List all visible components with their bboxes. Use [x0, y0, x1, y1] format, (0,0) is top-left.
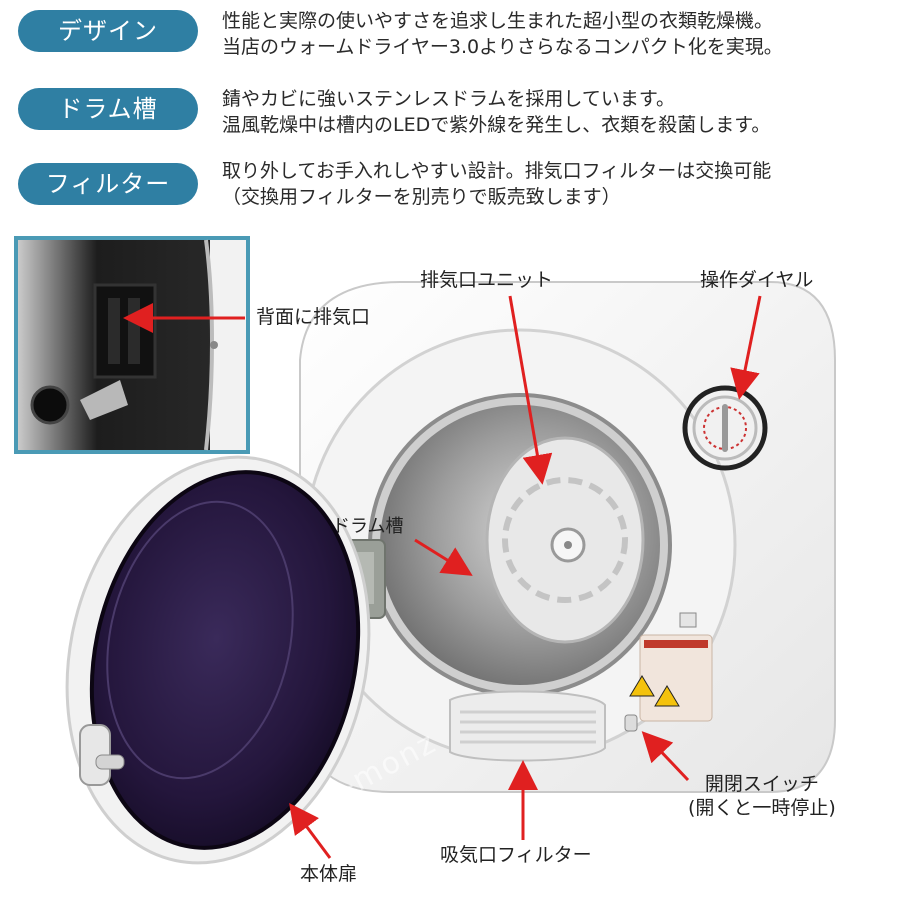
feature-label-filter: フィルター [18, 163, 198, 205]
control-dial [682, 385, 768, 471]
callout-door-switch: 開閉スイッチ (開くと一時停止) [688, 772, 836, 820]
callout-door: 本体扉 [300, 863, 358, 885]
feature-label-design: デザイン [18, 10, 198, 52]
feature-description-filter: 取り外してお手入れしやすい設計。排気口フィルターは交換可能 （交換用フィルターを… [222, 158, 892, 210]
callout-exhaust-unit: 排気口ユニット [420, 269, 554, 291]
arrow-door-switch [641, 731, 690, 782]
feature-description-drum: 錆やカビに強いステンレスドラムを採用しています。 温風乾燥中は槽内のLEDで紫外… [222, 86, 892, 138]
callout-intake-filter: 吸気口フィルター [440, 844, 592, 866]
arrow-exhaust-unit [508, 295, 553, 485]
callout-rear-exhaust: 背面に排気口 [256, 306, 371, 328]
rear-exhaust-inset [14, 236, 250, 454]
warning-label [629, 634, 713, 722]
arrow-door [289, 802, 332, 859]
feature-text-line: （交換用フィルターを別売りで販売致します） [222, 186, 621, 208]
feature-text-line: 当店のウォームドライヤー3.0よりさらなるコンパクト化を実現。 [222, 36, 783, 58]
callout-door-switch-line1: 開閉スイッチ [704, 773, 819, 795]
callout-door-switch-line2: (開くと一時停止) [688, 797, 836, 819]
feature-description-design: 性能と実際の使いやすさを追求し生まれた超小型の衣類乾燥機。 当店のウォームドライ… [222, 8, 892, 60]
intake-filter-grille [449, 690, 606, 762]
door-sensor [679, 612, 697, 628]
arrow-drum [414, 538, 473, 576]
feature-text-line: 錆やカビに強いステンレスドラムを採用しています。 [222, 88, 675, 110]
feature-text-line: 温風乾燥中は槽内のLEDで紫外線を発生し、衣類を殺菌します。 [222, 114, 771, 136]
feature-text-line: 性能と実際の使いやすさを追求し生まれた超小型の衣類乾燥機。 [222, 10, 774, 32]
drum [380, 405, 660, 685]
dryer-door [65, 455, 371, 865]
feature-text-line: 取り外してお手入れしやすい設計。排気口フィルターは交換可能 [222, 160, 772, 182]
callout-arrows [123, 295, 762, 859]
feature-label-drum: ドラム槽 [18, 88, 198, 130]
arrow-dial [730, 295, 762, 400]
callout-drum: ドラム槽 [332, 516, 404, 537]
callout-dial: 操作ダイヤル [700, 269, 814, 291]
door-switch [624, 714, 638, 732]
